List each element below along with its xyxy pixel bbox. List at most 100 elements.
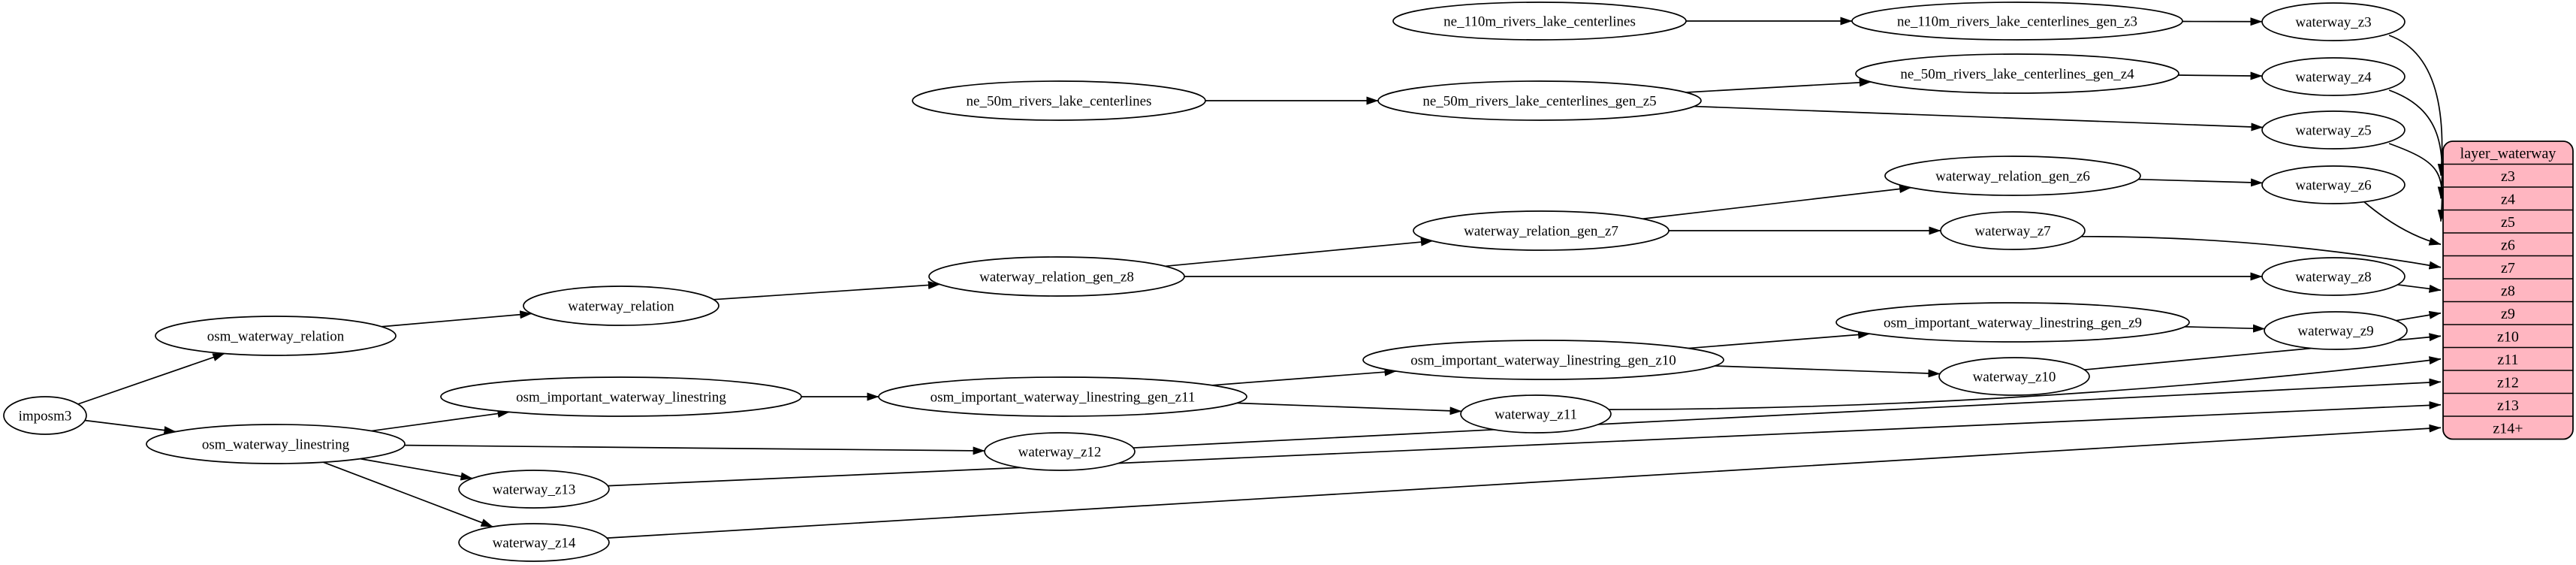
node-waterway_z11-label: waterway_z11 <box>1495 407 1577 423</box>
edge-waterway_z4-to-layer_waterway-z4 <box>2388 89 2446 199</box>
node-waterway_relation-shape <box>523 286 719 326</box>
node-waterway_relation_gen_z8-shape <box>928 256 1185 297</box>
nodes-layer: imposm3 osm_waterway_relation osm_waterway… <box>3 2 2408 562</box>
edge-waterway_z12-to-layer_waterway-z12 <box>1133 378 2442 449</box>
node-waterway_z7: waterway_z7 <box>1940 211 2086 250</box>
node-osm_important_waterway_linestring_gen_z10: osm_important_waterway_linestring_gen_z1… <box>1362 340 1724 380</box>
node-waterway_z14: waterway_z14 <box>458 523 610 562</box>
node-osm_important_waterway_linestring_gen_z9-shape <box>1835 302 2190 343</box>
node-imposm3: imposm3 <box>3 396 87 435</box>
node-waterway_z4-label: waterway_z4 <box>2295 70 2372 86</box>
node-waterway_z12: waterway_z12 <box>984 432 1136 471</box>
node-osm_important_waterway_linestring_gen_z10-shape <box>1362 340 1724 380</box>
node-osm_important_waterway_linestring_gen_z11: osm_important_waterway_linestring_gen_z1… <box>878 376 1247 417</box>
node-ne_50m_rivers_lake_centerlines_gen_z4-label: ne_50m_rivers_lake_centerlines_gen_z4 <box>1900 67 2134 83</box>
node-osm_waterway_linestring: osm_waterway_linestring <box>146 424 406 464</box>
node-waterway_z10-shape <box>1938 357 2090 396</box>
table-row-z10: z10 <box>2497 328 2519 345</box>
edge-waterway_relation_gen_z8-to-waterway_relation_gen_z7 <box>1165 237 1433 267</box>
node-waterway_z13: waterway_z13 <box>458 470 610 509</box>
edge-ne_50m_rivers_lake_centerlines_gen_z5-to-waterway_z5 <box>1694 105 2264 131</box>
node-ne_50m_rivers_lake_centerlines_gen_z5-shape <box>1377 80 1702 121</box>
node-imposm3-label: imposm3 <box>19 409 72 425</box>
node-osm_important_waterway_linestring_gen_z11-shape <box>878 376 1247 417</box>
edge-ne_50m_rivers_lake_centerlines_gen_z5-to-ne_50m_rivers_lake_centerlines_gen_z4 <box>1685 78 1872 93</box>
node-osm_important_waterway_linestring_gen_z9: osm_important_waterway_linestring_gen_z9 <box>1835 302 2190 343</box>
node-waterway_z4-shape <box>2261 57 2406 96</box>
table-row-z12: z12 <box>2497 374 2519 391</box>
node-osm_important_waterway_linestring: osm_important_waterway_linestring <box>440 376 802 417</box>
node-osm_waterway_linestring-shape <box>146 424 406 464</box>
edge-ne_50m_rivers_lake_centerlines_gen_z4-to-waterway_z4 <box>2178 71 2263 80</box>
node-ne_50m_rivers_lake_centerlines_gen_z4-shape <box>1855 53 2179 94</box>
node-waterway_z12-label: waterway_z12 <box>1018 445 1102 461</box>
node-waterway_z13-label: waterway_z13 <box>493 482 576 498</box>
node-waterway_z11: waterway_z11 <box>1460 394 1612 434</box>
node-waterway_z4: waterway_z4 <box>2261 57 2406 96</box>
edge-osm_waterway_linestring-to-waterway_z12 <box>404 444 985 455</box>
edge-waterway_relation_gen_z6-to-waterway_z6 <box>2138 178 2264 187</box>
table-row-z14+: z14+ <box>2493 420 2523 437</box>
edge-waterway_z6-to-layer_waterway-z6 <box>2363 201 2442 246</box>
node-ne_50m_rivers_lake_centerlines-shape <box>912 80 1206 121</box>
edge-waterway_relation_gen_z7-to-waterway_relation_gen_z6 <box>1642 185 1912 220</box>
node-osm_important_waterway_linestring-label: osm_important_waterway_linestring <box>516 390 726 406</box>
edge-osm_important_waterway_linestring_gen_z9-to-waterway_z9 <box>2184 324 2265 333</box>
node-waterway_z8-shape <box>2261 257 2406 296</box>
table-layer-waterway: layer_waterwayz3z4z5z6z7z8z9z10z11z12z13… <box>2442 140 2574 440</box>
edge-waterway_z7-to-layer_waterway-z7 <box>2081 235 2442 270</box>
node-waterway_z5-shape <box>2261 110 2406 150</box>
node-waterway_relation_gen_z7-shape <box>1413 210 1670 251</box>
edge-osm_waterway_linestring-to-waterway_z14 <box>323 461 493 527</box>
node-osm_important_waterway_linestring_gen_z11-label: osm_important_waterway_linestring_gen_z1… <box>931 390 1196 406</box>
node-waterway_z6-shape <box>2261 165 2406 204</box>
node-waterway_z9-shape <box>2264 311 2408 350</box>
node-waterway_relation-label: waterway_relation <box>568 299 674 315</box>
node-ne_50m_rivers_lake_centerlines_gen_z5-label: ne_50m_rivers_lake_centerlines_gen_z5 <box>1422 94 1656 110</box>
edge-waterway_relation-to-waterway_relation_gen_z8 <box>713 281 940 301</box>
edge-osm_important_waterway_linestring_gen_z11-to-osm_important_waterway_linestring_gen_z10 <box>1211 367 1397 386</box>
node-waterway_relation_gen_z7-label: waterway_relation_gen_z7 <box>1464 224 1618 240</box>
table-row-z13: z13 <box>2497 397 2519 414</box>
table-frame <box>2442 140 2574 440</box>
node-osm_important_waterway_linestring-shape <box>440 376 802 417</box>
node-osm_waterway_linestring-label: osm_waterway_linestring <box>202 437 350 453</box>
node-waterway_z11-shape <box>1460 394 1612 434</box>
edge-waterway_z11-to-layer_waterway-z11 <box>1609 356 2442 410</box>
node-osm_waterway_relation-label: osm_waterway_relation <box>207 329 345 345</box>
table-row-z5: z5 <box>2501 214 2515 231</box>
node-waterway_z6: waterway_z6 <box>2261 165 2406 204</box>
node-waterway_z3-label: waterway_z3 <box>2295 15 2371 31</box>
node-waterway_z13-shape <box>458 470 610 509</box>
table-row-z7: z7 <box>2501 260 2515 276</box>
edge-osm_important_waterway_linestring_gen_z11-to-waterway_z11 <box>1236 402 1462 415</box>
node-waterway_z8-label: waterway_z8 <box>2295 270 2371 286</box>
node-waterway_z14-shape <box>458 523 610 562</box>
node-waterway_relation_gen_z6-shape <box>1884 156 2141 196</box>
node-waterway_relation: waterway_relation <box>523 286 719 326</box>
node-waterway_z14-label: waterway_z14 <box>493 536 576 551</box>
table-row-z11: z11 <box>2497 352 2518 368</box>
node-waterway_z5-label: waterway_z5 <box>2295 123 2371 139</box>
node-waterway_z9: waterway_z9 <box>2264 311 2408 350</box>
edge-osm_important_waterway_linestring_gen_z10-to-osm_important_waterway_linestring_gen_z9 <box>1688 330 1871 349</box>
node-osm_important_waterway_linestring_gen_z10-label: osm_important_waterway_linestring_gen_z1… <box>1410 353 1676 369</box>
node-ne_50m_rivers_lake_centerlines_gen_z5: ne_50m_rivers_lake_centerlines_gen_z5 <box>1377 80 1702 121</box>
node-osm_waterway_relation: osm_waterway_relation <box>155 316 397 356</box>
node-waterway_relation_gen_z8-label: waterway_relation_gen_z8 <box>979 270 1134 286</box>
edge-waterway_z14-to-layer_waterway-z14+ <box>607 424 2442 539</box>
node-waterway_z7-shape <box>1940 211 2086 250</box>
node-imposm3-shape <box>3 396 87 435</box>
table-title: layer_waterway <box>2460 145 2556 162</box>
edge-imposm3-to-osm_waterway_linestring <box>84 419 176 435</box>
node-ne_110m_rivers_lake_centerlines_gen_z3-shape <box>1851 2 2183 41</box>
node-waterway_z10: waterway_z10 <box>1938 357 2090 396</box>
edge-waterway_z8-to-layer_waterway-z8 <box>2397 284 2442 293</box>
edge-waterway_z9-to-layer_waterway-z9 <box>2396 310 2442 322</box>
node-waterway_z9-label: waterway_z9 <box>2297 324 2373 340</box>
node-osm_waterway_relation-shape <box>155 316 397 356</box>
node-ne_110m_rivers_lake_centerlines: ne_110m_rivers_lake_centerlines <box>1392 2 1687 41</box>
node-waterway_relation_gen_z8: waterway_relation_gen_z8 <box>928 256 1185 297</box>
